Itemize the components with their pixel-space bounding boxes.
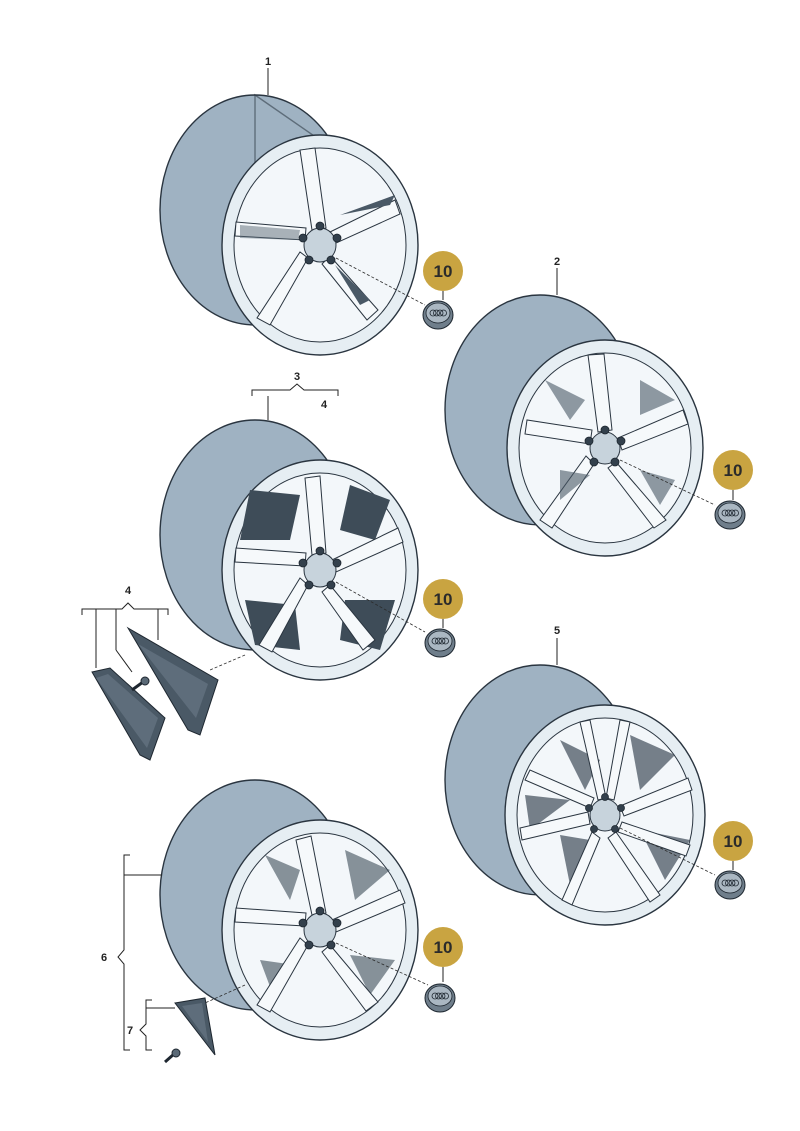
callout-10-label: 10 <box>434 262 453 281</box>
inserts-4: 4 <box>81 585 219 761</box>
wheel-3: 3 4 10 <box>159 371 463 681</box>
callout-7: 7 <box>127 1025 133 1037</box>
insert-7 <box>174 997 216 1056</box>
callout-10-badge-3: 10 <box>423 579 463 619</box>
callout-3-sub-4: 4 <box>321 399 328 411</box>
wheel-3-spokes <box>234 475 404 653</box>
screw-4 <box>131 676 150 692</box>
callout-3: 3 <box>294 371 300 383</box>
hub-cap-2 <box>714 500 746 530</box>
wheel-1: 1 10 <box>159 56 463 356</box>
callout-10-badge-1: 10 <box>423 251 463 291</box>
callout-10-badge-6: 10 <box>423 927 463 967</box>
callout-10-label: 10 <box>434 590 453 609</box>
hub-cap-5 <box>714 870 746 900</box>
wheel-5: 5 10 <box>444 625 753 926</box>
callout-10-badge-5: 10 <box>713 821 753 861</box>
callout-6: 6 <box>101 952 107 964</box>
screw-7 <box>164 1048 181 1064</box>
callout-5: 5 <box>554 625 560 637</box>
callout-10-badge-2: 10 <box>713 450 753 490</box>
callout-10-label: 10 <box>724 461 743 480</box>
hub-cap-1 <box>422 300 454 330</box>
wheel-6: 10 6 7 <box>101 779 463 1064</box>
callout-10-label: 10 <box>724 832 743 851</box>
callout-4: 4 <box>125 585 132 597</box>
wheel-2: 2 10 <box>444 256 753 557</box>
callout-2: 2 <box>554 256 560 268</box>
wheel-2-spokes <box>524 353 689 529</box>
wheel-6-spokes <box>234 835 406 1013</box>
callout-1: 1 <box>265 56 271 68</box>
wheel-5-spokes <box>519 719 693 906</box>
hub-cap-3 <box>424 628 456 658</box>
callout-10-label: 10 <box>434 938 453 957</box>
hub-cap-6 <box>424 983 456 1013</box>
